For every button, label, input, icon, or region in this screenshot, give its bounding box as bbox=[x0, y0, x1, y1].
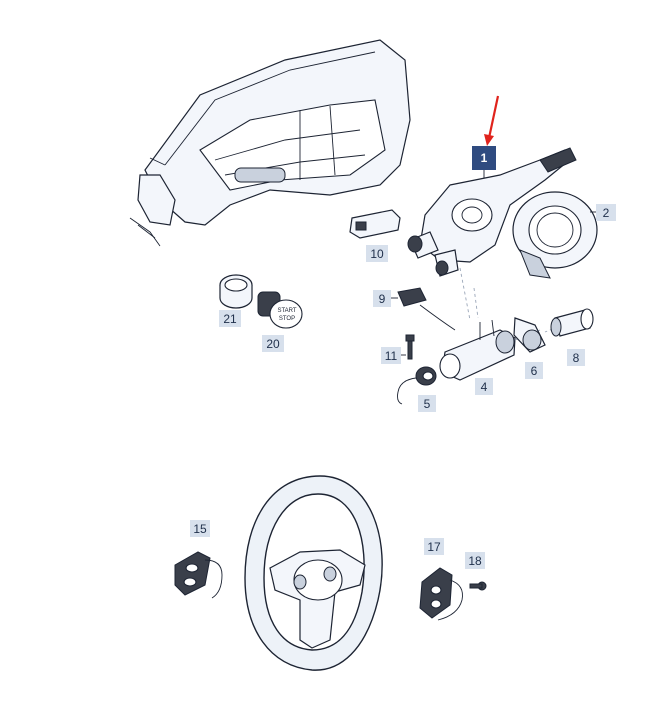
steering-wheel-part bbox=[244, 475, 383, 671]
callout-6[interactable]: 6 bbox=[525, 362, 543, 379]
start-stop-button-part: START STOP bbox=[257, 291, 303, 329]
callout-15-label: 15 bbox=[193, 522, 207, 536]
callout-11[interactable]: 11 bbox=[381, 347, 401, 364]
callout-6-label: 6 bbox=[531, 364, 538, 378]
callout-10-label: 10 bbox=[370, 247, 384, 261]
callout-21[interactable]: 21 bbox=[219, 310, 241, 327]
callout-17-label: 17 bbox=[427, 540, 441, 554]
callout-8[interactable]: 8 bbox=[567, 349, 585, 366]
lock-switch-part-5 bbox=[397, 366, 437, 405]
stop-label: STOP bbox=[279, 316, 295, 322]
callout-17[interactable]: 17 bbox=[424, 538, 444, 555]
combination-switch-part bbox=[407, 147, 577, 277]
callout-4[interactable]: 4 bbox=[475, 378, 493, 395]
callout-11-label: 11 bbox=[385, 349, 398, 363]
screw-part-18 bbox=[469, 581, 487, 591]
callout-8-label: 8 bbox=[573, 351, 580, 365]
wheel-switch-right-part-17 bbox=[419, 567, 463, 621]
callout-18-label: 18 bbox=[468, 554, 482, 568]
callout-9-label: 9 bbox=[379, 292, 386, 306]
callout-20[interactable]: 20 bbox=[262, 335, 284, 352]
dashboard-frame bbox=[129, 39, 411, 247]
callout-15[interactable]: 15 bbox=[190, 520, 210, 537]
clock-spring-part bbox=[512, 191, 598, 279]
callout-5[interactable]: 5 bbox=[418, 395, 436, 412]
callout-4-label: 4 bbox=[481, 380, 488, 394]
start-label: START bbox=[277, 308, 296, 314]
wheel-switch-left-part-15 bbox=[174, 551, 223, 599]
steering-lock-part bbox=[439, 319, 516, 381]
callout-1[interactable]: 1 bbox=[472, 146, 496, 170]
callout-21-label: 21 bbox=[223, 312, 237, 326]
callout-2-label: 2 bbox=[603, 206, 610, 220]
sensor-part-9 bbox=[397, 287, 456, 331]
screw-part-11 bbox=[405, 334, 415, 360]
callout-1-label: 1 bbox=[481, 151, 488, 165]
callout-10[interactable]: 10 bbox=[366, 245, 388, 262]
callout-20-label: 20 bbox=[266, 337, 280, 351]
cylinder-part-8 bbox=[550, 308, 594, 337]
callout-9[interactable]: 9 bbox=[373, 290, 391, 307]
cover-part-6 bbox=[513, 317, 546, 353]
ring-part-21 bbox=[219, 274, 253, 309]
callout-18[interactable]: 18 bbox=[465, 552, 485, 569]
callout-2[interactable]: 2 bbox=[596, 204, 616, 221]
callout-5-label: 5 bbox=[424, 397, 431, 411]
bracket-part-10 bbox=[349, 209, 401, 239]
pointer-arrow bbox=[484, 95, 500, 146]
